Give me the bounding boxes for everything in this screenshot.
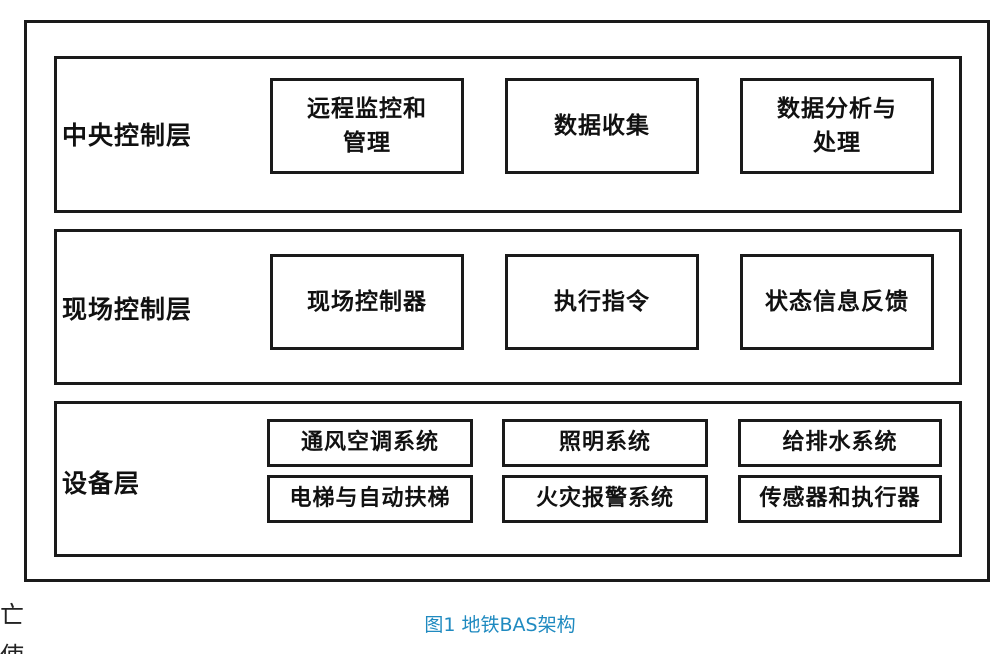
architecture-frame bbox=[24, 20, 990, 582]
layer-label-central-control: 中央控制层 bbox=[62, 121, 193, 150]
layer-field-control bbox=[54, 229, 962, 385]
margin-text-line2: 使 bbox=[0, 636, 24, 654]
layer-device bbox=[54, 401, 962, 557]
layer-label-field-control: 现场控制层 bbox=[62, 295, 193, 324]
box-remote-monitoring: 远程监控和 管理 bbox=[270, 78, 464, 174]
box-elevator-escalator: 电梯与自动扶梯 bbox=[267, 475, 473, 523]
layer-label-device: 设备层 bbox=[62, 469, 141, 498]
box-water-supply-drainage: 给排水系统 bbox=[738, 419, 942, 467]
box-status-feedback: 状态信息反馈 bbox=[740, 254, 934, 350]
box-hvac-system: 通风空调系统 bbox=[267, 419, 473, 467]
box-lighting-system: 照明系统 bbox=[502, 419, 708, 467]
box-data-analysis: 数据分析与 处理 bbox=[740, 78, 934, 174]
box-fire-alarm-system: 火灾报警系统 bbox=[502, 475, 708, 523]
box-sensors-actuators: 传感器和执行器 bbox=[738, 475, 942, 523]
layer-central-control bbox=[54, 56, 962, 213]
box-field-controller: 现场控制器 bbox=[270, 254, 464, 350]
box-data-collection: 数据收集 bbox=[505, 78, 699, 174]
figure-caption: 图1 地铁BAS架构 bbox=[424, 614, 576, 636]
margin-text-line1: 亡 bbox=[0, 601, 24, 629]
box-execute-command: 执行指令 bbox=[505, 254, 699, 350]
